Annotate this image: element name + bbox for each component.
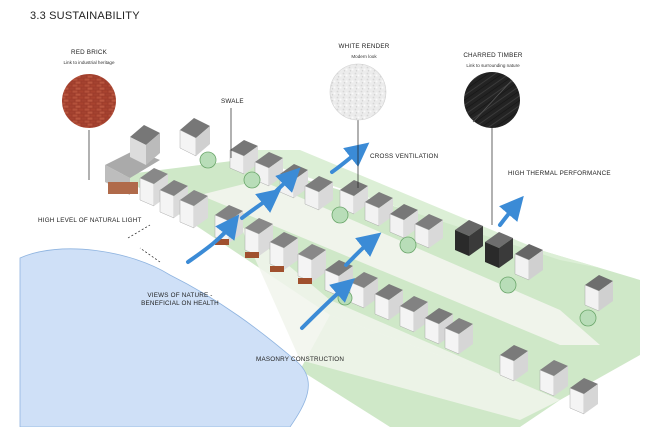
annotation-views-line1: VIEWS OF NATURE -: [147, 292, 213, 299]
material-name-red-brick: RED BRICK: [70, 49, 108, 56]
leader-lines: [88, 108, 493, 263]
annotation-masonry: MASONRY CONSTRUCTION: [256, 356, 345, 363]
annotation-views-line2: BENEFICIAL ON HEALTH: [141, 300, 219, 307]
annotation-natural-light: HIGH LEVEL OF NATURAL LIGHT: [38, 217, 142, 224]
building-row-3: [324, 260, 598, 415]
material-caption-charred-timber: Link to surrounding nature: [466, 63, 520, 68]
annotation-cross-ventilation: CROSS VENTILATION: [370, 153, 439, 160]
annotation-thermal-performance: HIGH THERMAL PERFORMANCE: [508, 170, 611, 177]
annotation-swale: SWALE: [221, 98, 244, 105]
material-name-white-render: WHITE RENDER: [338, 43, 390, 50]
material-name-charred-timber: CHARRED TIMBER: [463, 52, 523, 59]
material-caption-white-render: Modern look: [351, 54, 377, 59]
red-brick-swatch: [62, 74, 116, 128]
footpaths: [200, 180, 600, 420]
existing-buildings: [105, 118, 210, 195]
lake: [19, 248, 309, 427]
page-title: 3.3 SUSTAINABILITY: [30, 10, 140, 22]
material-caption-red-brick: Link to industrial heritage: [63, 60, 115, 65]
white-render-swatch: [329, 63, 387, 121]
airflow-arrows: [186, 142, 524, 330]
building-row-1: [229, 140, 613, 312]
